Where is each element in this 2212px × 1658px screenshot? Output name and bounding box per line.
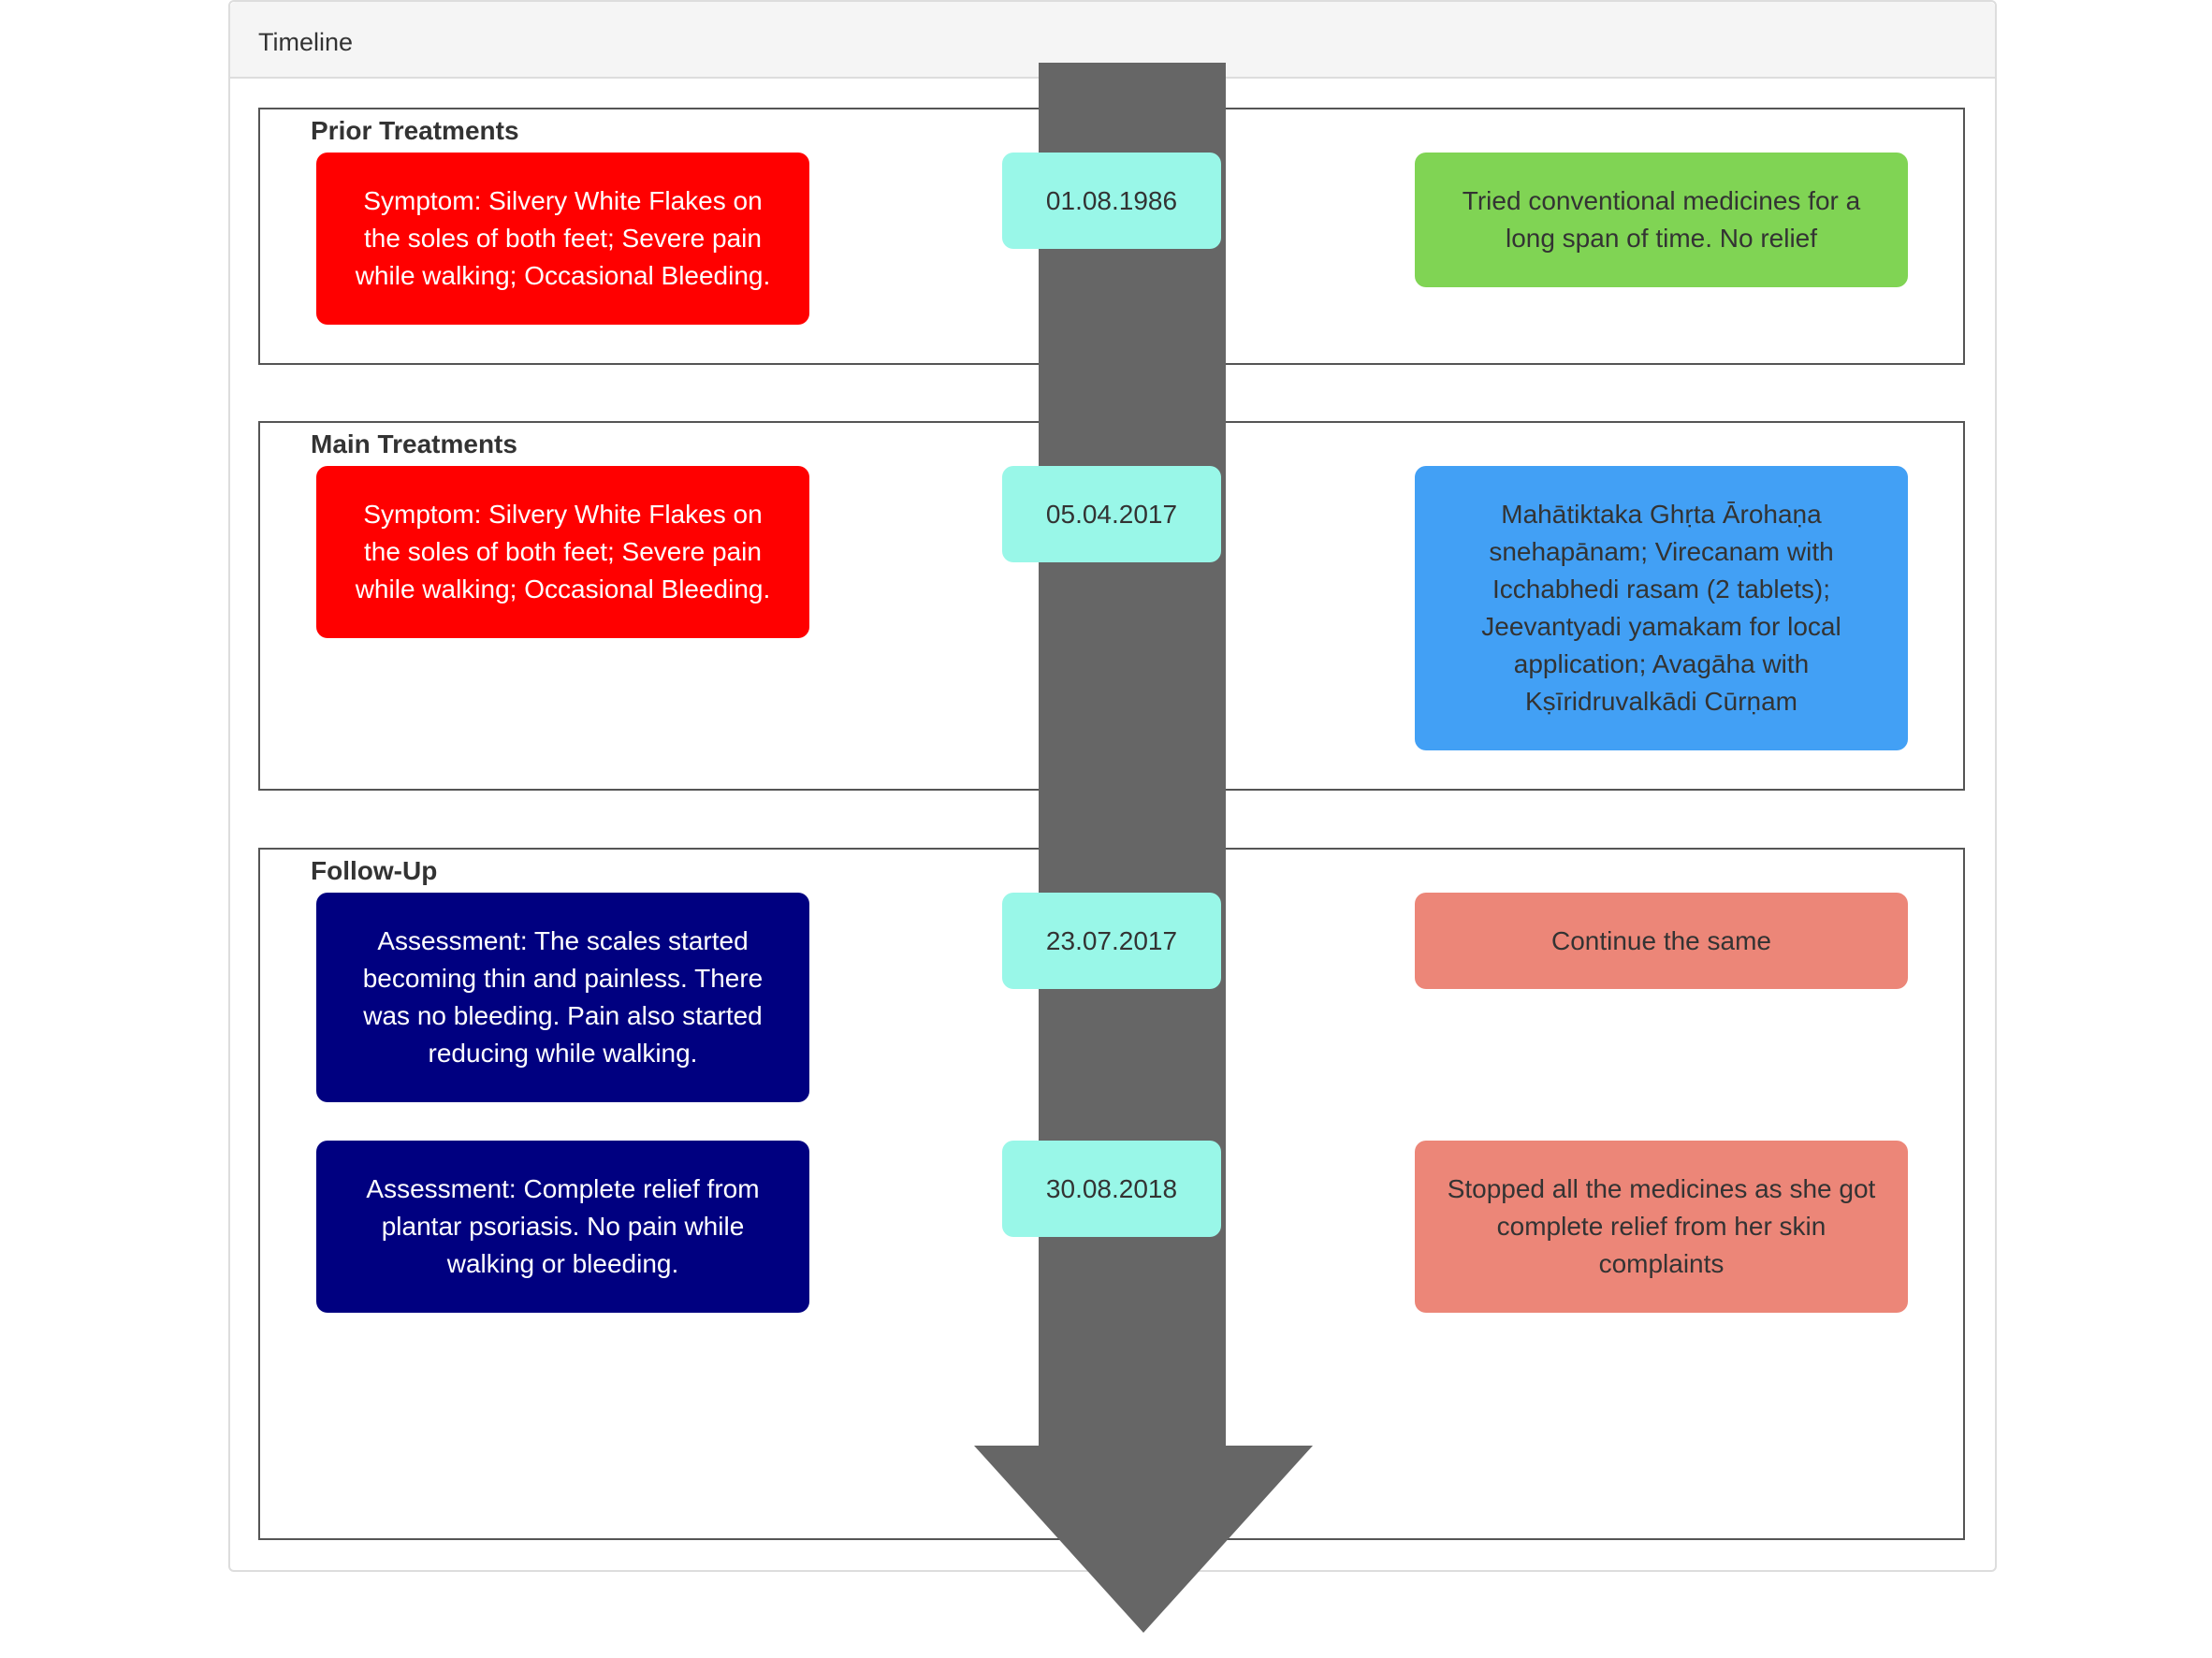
arrow-head: [974, 1446, 1313, 1633]
section-title-prior: Prior Treatments: [311, 116, 519, 145]
section-title-main: Main Treatments: [311, 429, 517, 458]
date-box: 30.08.2018: [1002, 1141, 1221, 1237]
treatment-box: Mahātiktaka Ghṛta Ārohaṇa snehapānam; Vi…: [1415, 466, 1908, 750]
treatment-box: Stopped all the medicines as she got com…: [1415, 1141, 1908, 1313]
symptom-box: Symptom: Silvery White Flakes on the sol…: [316, 153, 809, 325]
date-box: 01.08.1986: [1002, 153, 1221, 249]
date-box: 23.07.2017: [1002, 893, 1221, 989]
arrow-shaft: [1039, 63, 1226, 1447]
assessment-box: Assessment: The scales started becoming …: [316, 893, 809, 1102]
symptom-box: Symptom: Silvery White Flakes on the sol…: [316, 466, 809, 638]
section-title-followup: Follow-Up: [311, 856, 438, 885]
date-box: 05.04.2017: [1002, 466, 1221, 562]
treatment-box: Continue the same: [1415, 893, 1908, 989]
assessment-box: Assessment: Complete relief from plantar…: [316, 1141, 809, 1313]
treatment-box: Tried conventional medicines for a long …: [1415, 153, 1908, 287]
